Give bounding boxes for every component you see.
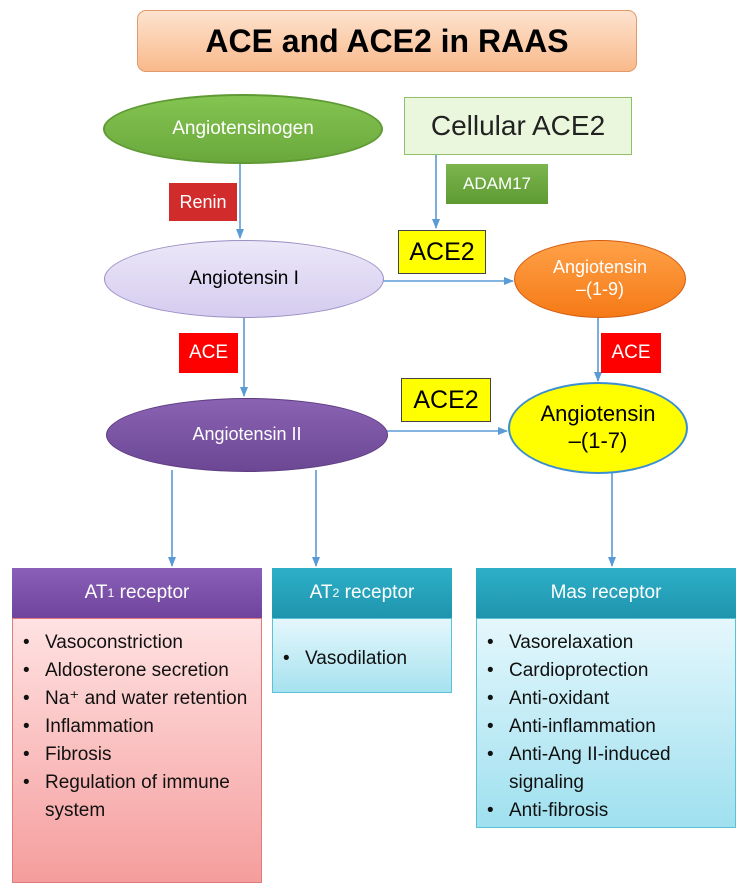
at2-title-suffix: receptor (339, 582, 415, 603)
at1-receptor-effects: Vasoconstriction Aldosterone secretion N… (12, 618, 262, 883)
node-angiotensin-1-9: Angiotensin –(1-9) (514, 240, 686, 318)
enzyme-adam17: ADAM17 (446, 164, 548, 204)
at2-title-prefix: AT (309, 582, 333, 603)
node-angiotensin-1: Angiotensin I (104, 240, 384, 318)
mas-effect-item: Anti-fibrosis (485, 797, 729, 825)
enzyme-ace-right: ACE (601, 333, 661, 373)
at1-effect-item: Inflammation (21, 713, 255, 741)
at2-effect-item: Vasodilation (281, 645, 445, 673)
at1-title-subscript: 1 (107, 586, 115, 600)
node-angiotensin-1-9-line2: –(1-9) (575, 279, 624, 299)
enzyme-ace2-lower-label: ACE2 (413, 385, 479, 414)
node-angiotensinogen-label: Angiotensinogen (172, 118, 314, 140)
enzyme-ace-left-label: ACE (188, 342, 229, 363)
at1-effect-item: Aldosterone secretion (21, 657, 255, 685)
mas-effect-item: Anti-Ang II-induced signaling (485, 741, 729, 797)
enzyme-ace2-upper-label: ACE2 (409, 237, 475, 266)
mas-receptor-effects: Vasorelaxation Cardioprotection Anti-oxi… (476, 618, 736, 828)
enzyme-renin-label: Renin (179, 191, 227, 212)
node-cellular-ace2-label: Cellular ACE2 (430, 110, 606, 141)
at1-effect-item: Regulation of immune system (21, 769, 255, 825)
node-angiotensin-2-label: Angiotensin II (192, 424, 302, 445)
enzyme-ace2-lower: ACE2 (401, 378, 491, 422)
at2-receptor-effects: Vasodilation (272, 618, 452, 693)
mas-title: Mas receptor (550, 582, 662, 603)
node-angiotensin-1-9-line1: Angiotensin (552, 257, 648, 278)
node-angiotensin-1-7-line1: Angiotensin (540, 401, 656, 427)
diagram-title: ACE and ACE2 in RAAS (137, 10, 637, 72)
at1-effect-item: Fibrosis (21, 741, 255, 769)
node-angiotensinogen: Angiotensinogen (103, 94, 383, 164)
node-angiotensin-1-7-line2: –(1-7) (568, 428, 628, 453)
node-angiotensin-1-7: Angiotensin –(1-7) (508, 382, 688, 474)
at2-title-subscript: 2 (332, 586, 340, 600)
enzyme-adam17-label: ADAM17 (462, 174, 532, 193)
mas-effect-item: Vasorelaxation (485, 629, 729, 657)
enzyme-renin: Renin (169, 183, 237, 221)
mas-receptor-header: Mas receptor (476, 568, 736, 618)
enzyme-ace-right-label: ACE (611, 342, 651, 363)
enzyme-ace-left: ACE (179, 333, 238, 373)
at1-title-suffix: receptor (114, 582, 190, 603)
mas-effect-item: Anti-oxidant (485, 685, 729, 713)
node-angiotensin-2: Angiotensin II (106, 398, 388, 472)
at1-effect-item: Na⁺ and water retention (21, 685, 255, 713)
node-cellular-ace2: Cellular ACE2 (404, 97, 632, 155)
node-angiotensin-1-label: Angiotensin I (189, 268, 299, 290)
at1-effect-item: Vasoconstriction (21, 629, 255, 657)
at1-title-prefix: AT (84, 582, 108, 603)
mas-effect-item: Anti-inflammation (485, 713, 729, 741)
enzyme-ace2-upper: ACE2 (398, 230, 486, 274)
mas-effect-item: Cardioprotection (485, 657, 729, 685)
